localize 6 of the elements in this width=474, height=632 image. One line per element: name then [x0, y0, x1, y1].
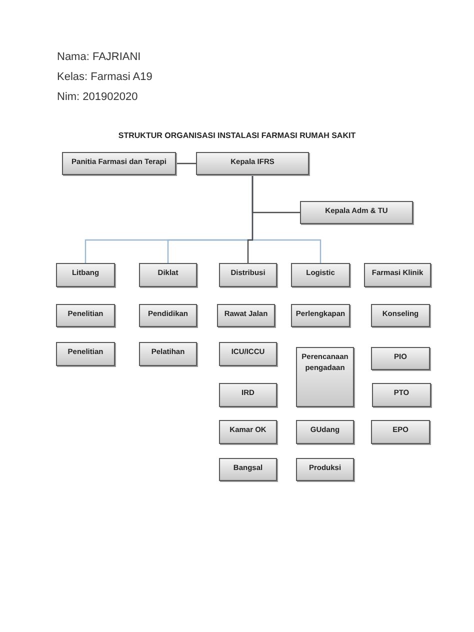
connector-line — [176, 162, 196, 164]
chart-title: STRUKTUR ORGANISASI INSTALASI FARMASI RUMAH SAKIT — [117, 131, 357, 140]
connector-line — [247, 175, 254, 263]
student-info-text: Nama: FAJRIANI — [57, 51, 141, 63]
student-info-text: Nim: 201902020 — [57, 91, 138, 103]
student-info-text: Kelas: Farmasi A19 — [57, 71, 152, 83]
